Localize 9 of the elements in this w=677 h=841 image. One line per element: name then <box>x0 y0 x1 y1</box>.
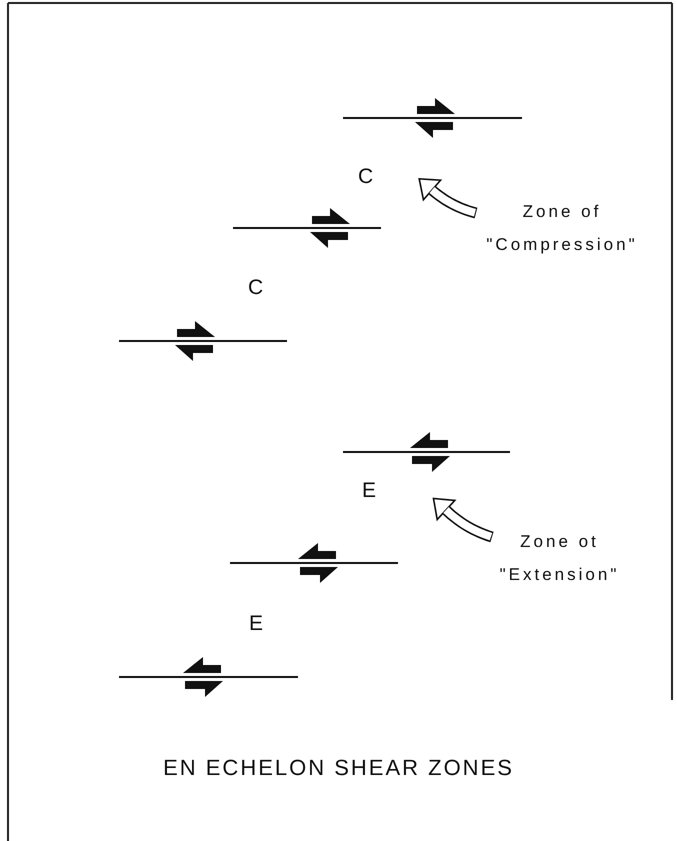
zone-letter: C <box>358 165 374 189</box>
curved-arrow <box>418 178 478 218</box>
diagram-title: EN ECHELON SHEAR ZONES <box>162 755 515 781</box>
annotation-text: Zone of "Compression" <box>476 195 648 261</box>
zone-letter: E <box>362 479 376 503</box>
annotation-text: Zone ot "Extension" <box>492 525 627 591</box>
zone-letter: E <box>249 612 264 636</box>
curved-arrow <box>432 498 494 542</box>
zone-letter: C <box>248 276 264 300</box>
